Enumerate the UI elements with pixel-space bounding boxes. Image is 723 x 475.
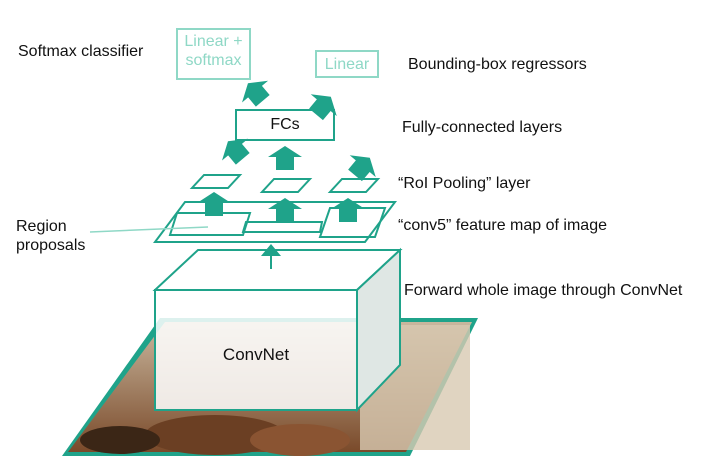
region-proposal-1 xyxy=(168,212,252,236)
region-label-line2: proposals xyxy=(16,237,86,254)
forward-label: Forward whole image through ConvNet xyxy=(404,282,683,299)
softmax-classifier-label: Softmax classifier xyxy=(18,43,144,60)
arrow-conv5-to-roi-3 xyxy=(331,198,365,222)
arrow-convnet-to-conv5 xyxy=(261,244,281,269)
arrow-roi-to-fc-3 xyxy=(348,155,376,182)
region-label-line1: Region xyxy=(16,218,67,235)
bbox-regressors-label: Bounding-box regressors xyxy=(408,56,587,73)
flow-arrows xyxy=(197,80,376,269)
region-proposals-pointer xyxy=(89,226,209,233)
arrow-roi-to-fc-1 xyxy=(222,138,250,165)
region-proposals-label: Region proposals xyxy=(16,217,85,255)
conv5-label: “conv5” feature map of image xyxy=(398,217,607,234)
region-proposal-2 xyxy=(241,221,324,233)
fc-layers-label: Fully-connected layers xyxy=(402,119,563,136)
linear-softmax-line1: Linear + xyxy=(184,33,243,50)
linear-softmax-box xyxy=(176,28,251,80)
linear-softmax-label: Linear + softmax xyxy=(177,32,250,70)
linear-box xyxy=(315,50,379,78)
linear-label: Linear xyxy=(324,56,370,73)
roi-output-2 xyxy=(259,178,313,193)
arrow-fc-to-softmax xyxy=(242,80,270,107)
arrow-conv5-to-roi-2 xyxy=(268,198,302,222)
fcs-label: FCs xyxy=(270,116,300,133)
convnet-block xyxy=(152,247,403,413)
convnet-label: ConvNet xyxy=(222,345,290,364)
arrow-fc-to-linear xyxy=(309,94,337,121)
roi-pooling-outputs xyxy=(189,174,381,193)
roi-output-3 xyxy=(327,178,381,193)
region-proposal-3 xyxy=(318,207,387,238)
roi-output-1 xyxy=(189,174,243,189)
arrow-conv5-to-roi-1 xyxy=(197,192,231,216)
arrow-roi-to-fc-2 xyxy=(268,146,302,170)
roi-pooling-label: “RoI Pooling” layer xyxy=(398,175,531,192)
linear-softmax-line2: softmax xyxy=(185,52,242,69)
